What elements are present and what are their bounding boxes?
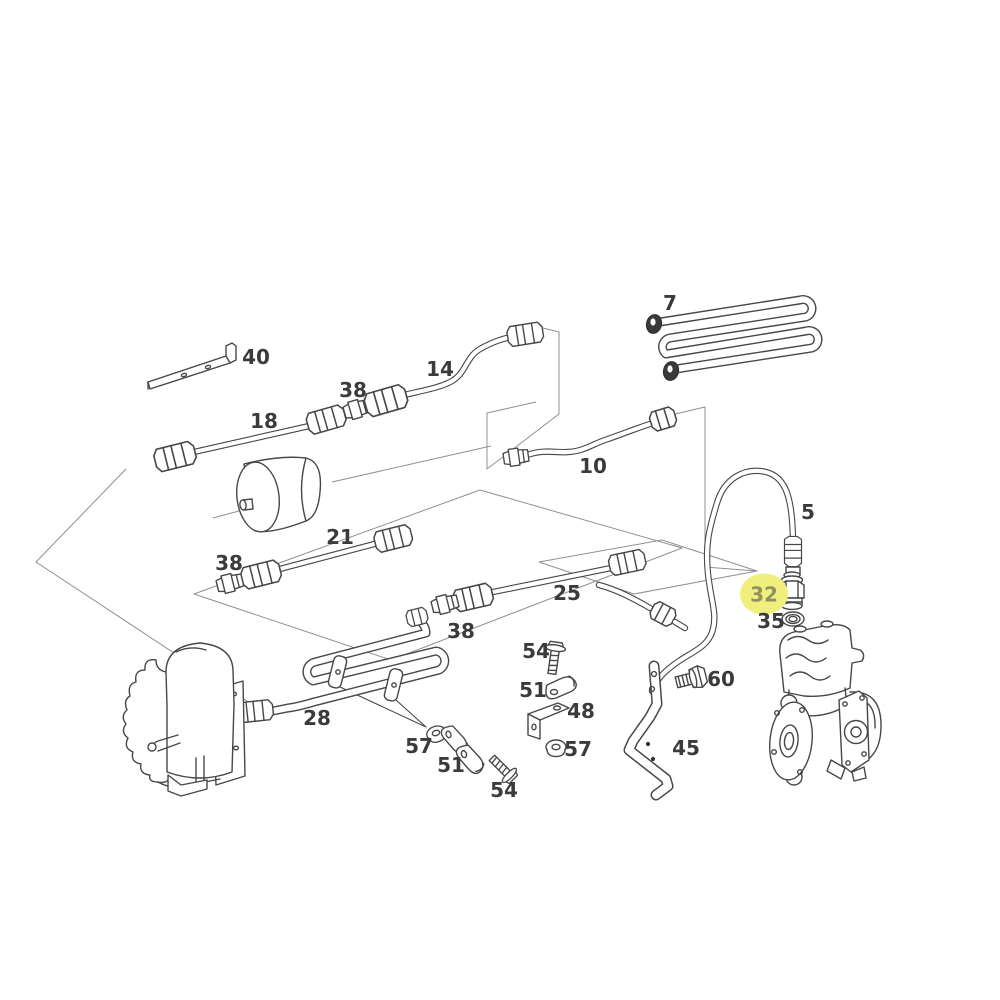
part-label-10-5[interactable]: 10 (579, 454, 607, 478)
part-label-7-4[interactable]: 7 (663, 291, 677, 315)
part-label-51-15[interactable]: 51 (519, 678, 547, 702)
part-label-32-12[interactable]: 32 (740, 573, 788, 615)
part-label-5-11[interactable]: 5 (801, 500, 815, 524)
washer-35 (781, 611, 805, 627)
part-label-60-21[interactable]: 60 (707, 667, 735, 691)
part-label-38-7[interactable]: 38 (215, 551, 243, 575)
part-label-54-20[interactable]: 54 (490, 778, 518, 802)
connector-pipe (595, 581, 689, 632)
bolt-60 (674, 665, 709, 689)
part-label-35-13[interactable]: 35 (757, 609, 785, 633)
bracket-48 (527, 702, 570, 740)
part-label-54-14[interactable]: 54 (522, 639, 550, 663)
part-label-18-1[interactable]: 18 (250, 409, 278, 433)
part-label-38-9[interactable]: 38 (447, 619, 475, 643)
pipe-clamp (383, 668, 404, 702)
part-label-25-8[interactable]: 25 (553, 581, 581, 605)
part-label-57-17[interactable]: 57 (564, 737, 592, 761)
clamp-51-a (545, 675, 577, 700)
part-label-45-22[interactable]: 45 (672, 736, 700, 760)
fitting-38-c (429, 591, 461, 617)
valve-lever (147, 734, 181, 752)
pipe-21 (238, 523, 415, 591)
part-label-14-3[interactable]: 14 (426, 357, 454, 381)
part-label-40-0[interactable]: 40 (242, 345, 270, 369)
pipe-clamp (327, 655, 348, 689)
part-label-21-6[interactable]: 21 (326, 525, 354, 549)
part-label-51-19[interactable]: 51 (437, 753, 465, 777)
air-tank (236, 456, 322, 533)
pipe-14 (361, 320, 546, 419)
valve-assembly (122, 642, 246, 797)
tank-nipple (239, 498, 254, 511)
bracket-40 (147, 342, 237, 390)
air-compressor (769, 620, 882, 786)
part-label-48-16[interactable]: 48 (567, 699, 595, 723)
part-label-38-2[interactable]: 38 (339, 378, 367, 402)
coil-pipe-28 (235, 606, 450, 724)
part-label-57-18[interactable]: 57 (405, 734, 433, 758)
bracket-45 (623, 660, 674, 801)
pipe-25 (450, 547, 648, 614)
grommet-57-b (545, 739, 567, 758)
coil-pipe-7 (645, 295, 823, 381)
pipe-10 (501, 405, 679, 468)
part-label-28-10[interactable]: 28 (303, 706, 331, 730)
pipe-18 (151, 403, 349, 474)
